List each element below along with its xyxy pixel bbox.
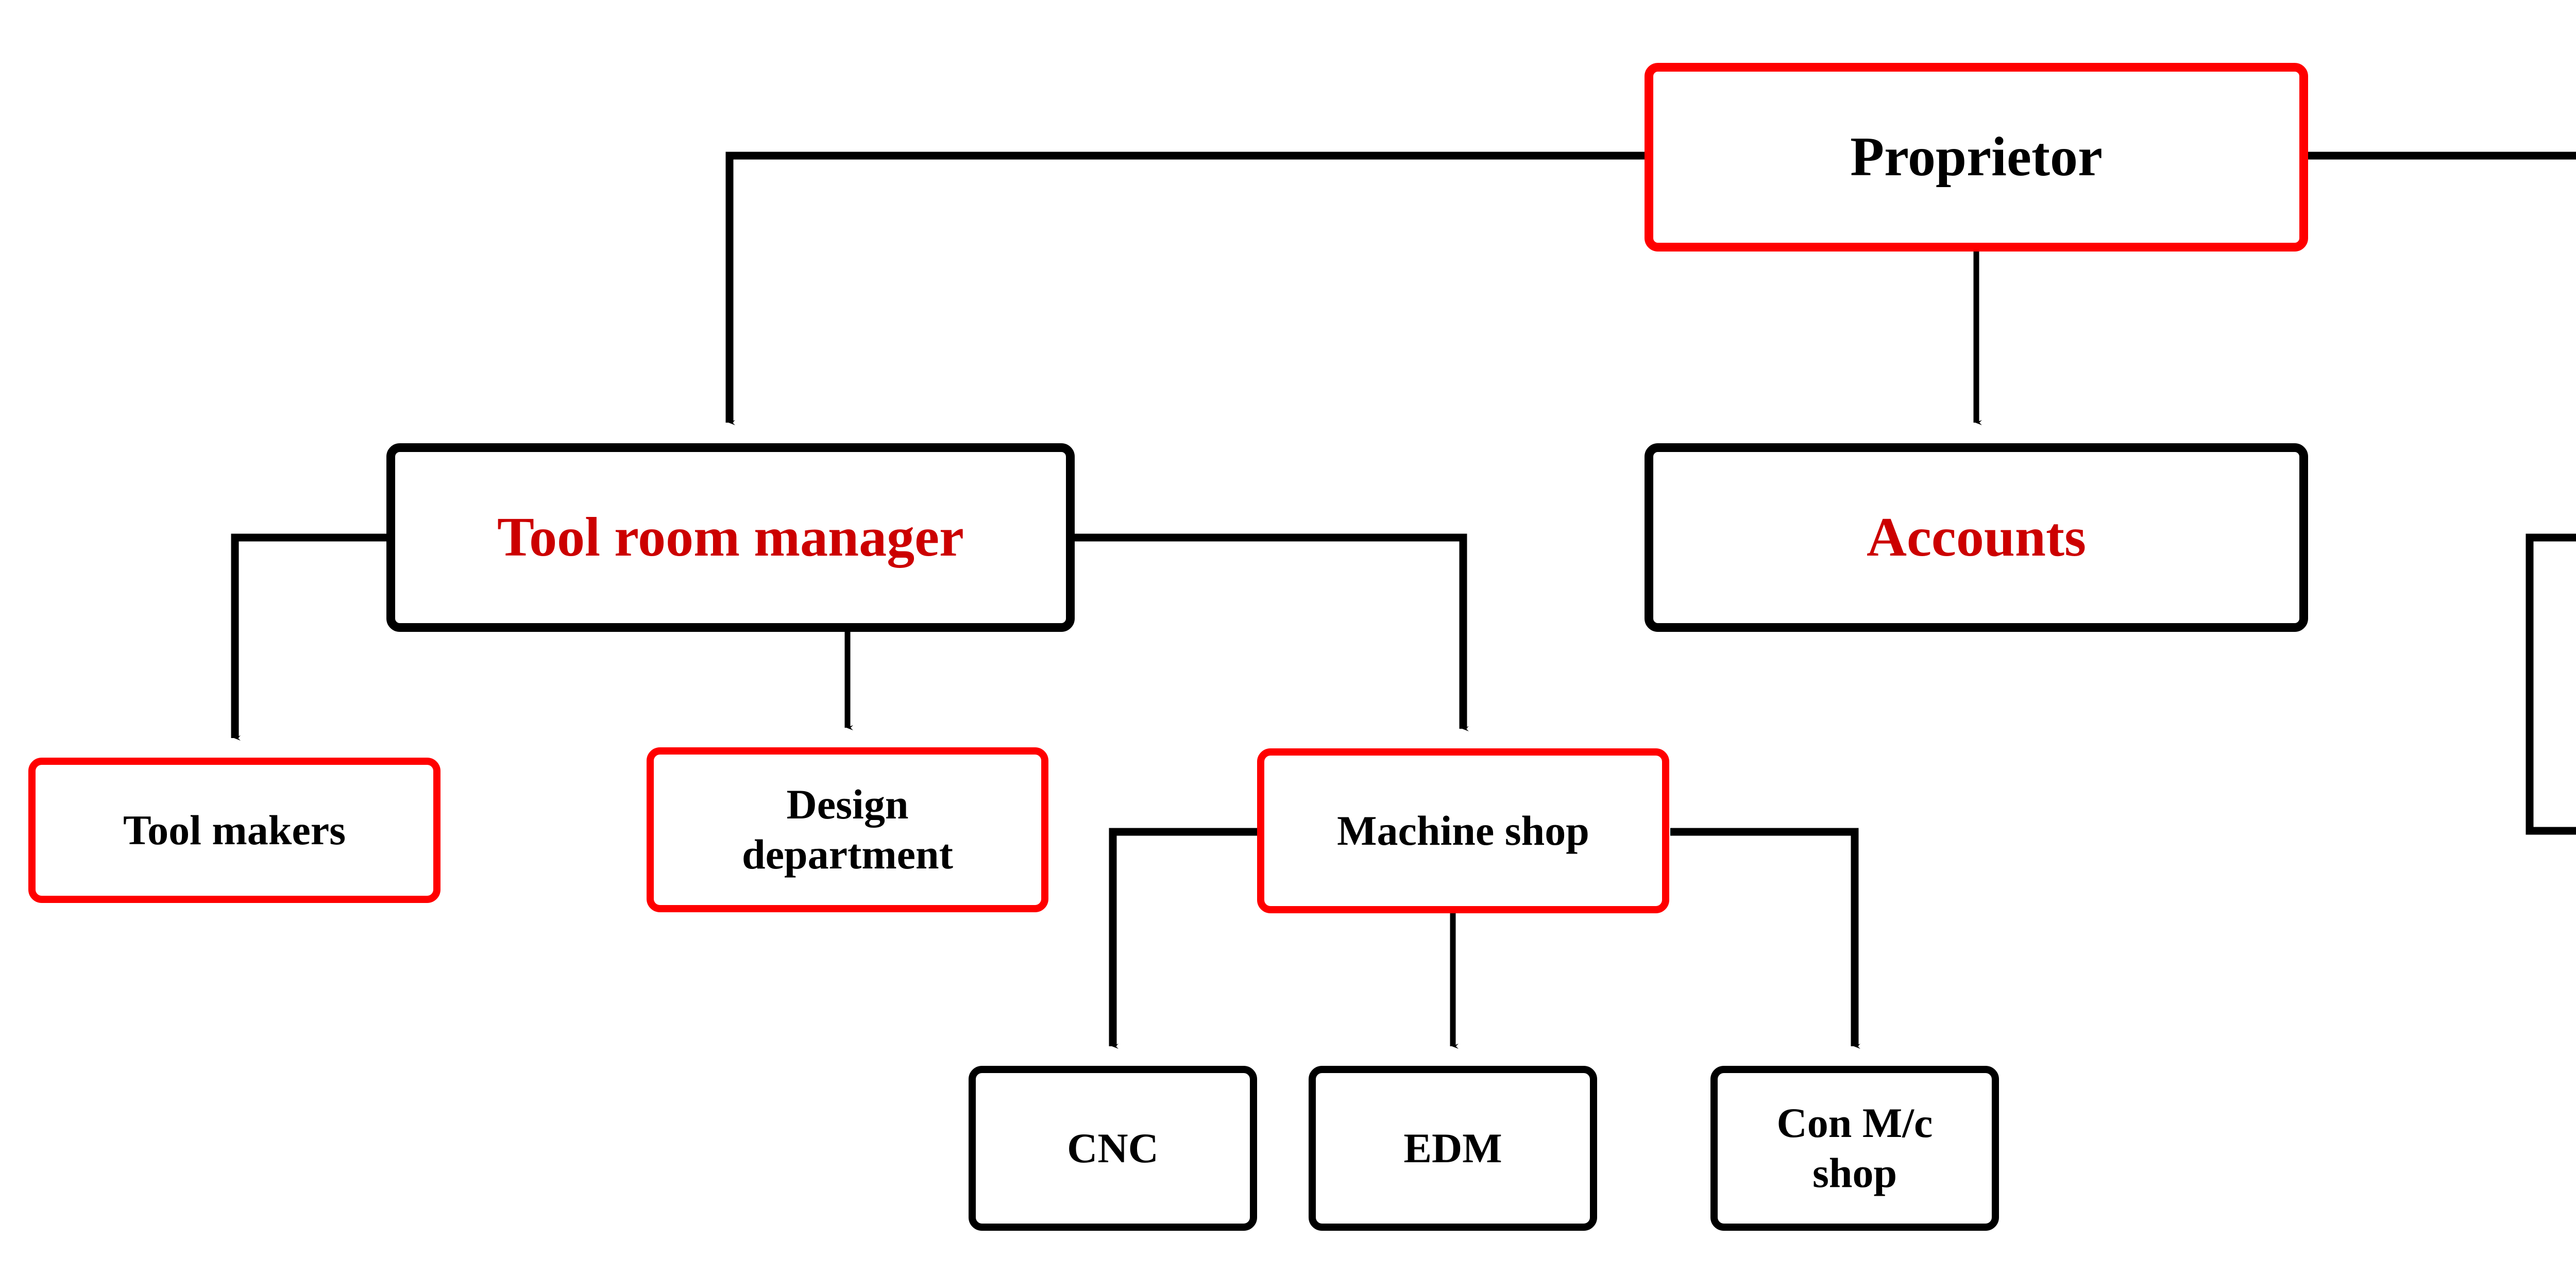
edge-pq-manager-to-production-supervisors [2526, 533, 2576, 835]
edge-machine-shop-to-con-mc-shop [1670, 828, 1860, 1049]
node-machine-shop[interactable]: Machine shop [1257, 748, 1669, 913]
edge-machine-shop-to-cnc [1109, 828, 1257, 1049]
node-con-mc-shop-label: Con M/c shop [1776, 1099, 1933, 1196]
node-design-department-label: Design department [742, 781, 953, 878]
node-tool-room-manager-label: Tool room manager [497, 507, 964, 568]
node-accounts-label: Accounts [1867, 507, 2086, 568]
edge-proprietor-to-tool-room-manager [725, 152, 1645, 425]
node-tool-makers[interactable]: Tool makers [28, 758, 440, 903]
node-cnc[interactable]: CNC [969, 1066, 1257, 1231]
node-con-mc-shop[interactable]: Con M/c shop [1710, 1066, 1999, 1231]
node-proprietor[interactable]: Proprietor [1645, 63, 2308, 252]
node-cnc-label: CNC [1067, 1124, 1159, 1171]
edge-tool-room-manager-to-machine-shop [1075, 533, 1469, 731]
node-edm-label: EDM [1403, 1124, 1502, 1171]
node-design-department[interactable]: Design department [647, 747, 1048, 912]
node-machine-shop-label: Machine shop [1337, 807, 1589, 854]
node-accounts[interactable]: Accounts [1645, 443, 2308, 632]
node-proprietor-label: Proprietor [1850, 126, 2103, 188]
node-tool-makers-label: Tool makers [123, 806, 346, 853]
edge-tool-room-manager-to-tool-makers [231, 533, 386, 741]
edge-proprietor-to-production-quality-manager [2308, 152, 2576, 160]
node-tool-room-manager[interactable]: Tool room manager [386, 443, 1075, 632]
node-edm[interactable]: EDM [1309, 1066, 1597, 1231]
